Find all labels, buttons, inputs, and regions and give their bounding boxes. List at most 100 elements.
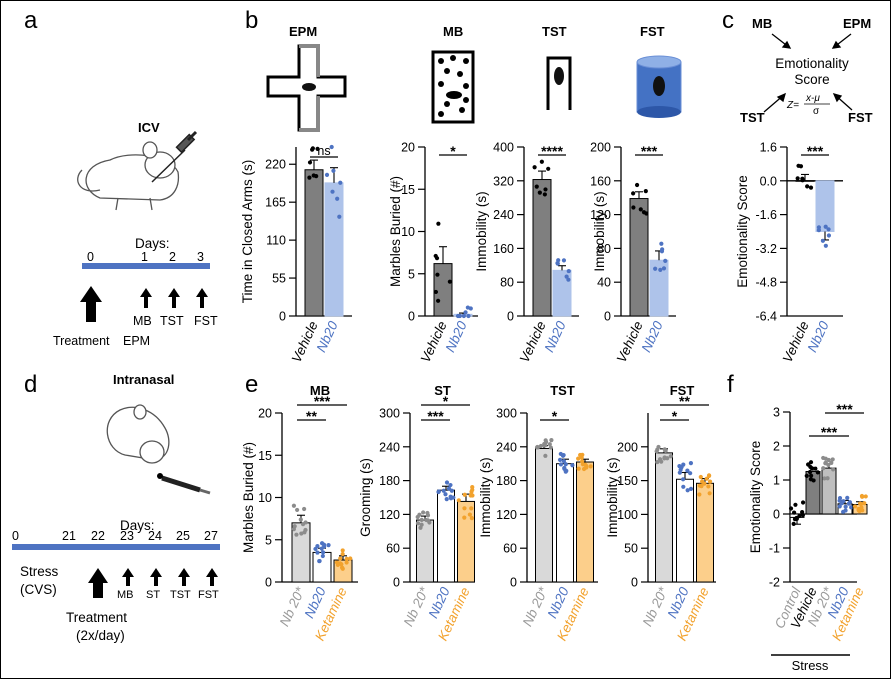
y-tick-label: -2 bbox=[769, 576, 780, 590]
formula-lhs: Z= bbox=[786, 100, 799, 111]
y-axis-label: Immobility (s) bbox=[478, 457, 493, 537]
data-point bbox=[433, 289, 439, 295]
data-point bbox=[461, 313, 466, 319]
data-point bbox=[578, 452, 583, 458]
panel-a-test-mb: MB bbox=[133, 314, 152, 328]
panel-letter-d: d bbox=[24, 371, 37, 398]
panel-d-treatment-2: (2x/day) bbox=[76, 628, 125, 643]
data-point bbox=[469, 516, 474, 521]
y-axis-label: Grooming (s) bbox=[358, 458, 373, 537]
data-point bbox=[825, 476, 830, 481]
y-tick-label: 0 bbox=[604, 310, 611, 324]
chart-title-e4: FST bbox=[670, 383, 695, 398]
data-point bbox=[659, 459, 664, 464]
data-point bbox=[295, 507, 300, 513]
data-point bbox=[862, 501, 867, 506]
data-point bbox=[826, 462, 831, 468]
diagram-fst: FST bbox=[848, 110, 873, 125]
data-point bbox=[791, 521, 796, 526]
y-tick-label: 60 bbox=[503, 542, 517, 556]
significance-label: * bbox=[672, 408, 678, 424]
data-point bbox=[300, 522, 306, 527]
y-tick-label: 0 bbox=[408, 310, 415, 324]
data-point bbox=[329, 144, 334, 150]
y-tick-label: 10 bbox=[401, 225, 415, 239]
panel-d: Intranasal Days: 0 21 22 23 24 25 27 Str… bbox=[12, 372, 220, 643]
significance-label: *** bbox=[807, 143, 824, 159]
data-point bbox=[706, 473, 712, 478]
stress-group-label: Stress bbox=[792, 658, 829, 673]
day1-arrow-icon bbox=[140, 288, 152, 308]
data-point bbox=[335, 196, 340, 201]
mouse-icon-intranasal bbox=[106, 404, 170, 464]
data-point bbox=[634, 182, 640, 188]
data-point bbox=[807, 469, 813, 475]
y-tick-label: 220 bbox=[265, 158, 286, 172]
data-point bbox=[561, 459, 566, 464]
data-point bbox=[348, 556, 353, 561]
category-label: Nb 20* bbox=[277, 584, 308, 628]
y-tick-label: 240 bbox=[496, 440, 517, 454]
y-axis-label: Emotionality Score bbox=[735, 175, 750, 288]
bar-nb20 bbox=[324, 182, 344, 317]
data-point bbox=[681, 484, 686, 489]
data-point bbox=[564, 468, 569, 473]
header-epm: EPM bbox=[289, 24, 317, 39]
y-axis-label: Time in Closed Arms (s) bbox=[240, 160, 255, 304]
y-tick-label: 1 bbox=[773, 474, 780, 488]
panel-d-day-23: 23 bbox=[120, 529, 134, 543]
chart-title-e2: ST bbox=[434, 383, 451, 398]
y-tick-label: 0 bbox=[510, 576, 517, 590]
bar-vehicle bbox=[433, 263, 453, 317]
significance-label: *** bbox=[641, 143, 658, 159]
data-point bbox=[653, 266, 658, 271]
marble-cage-icon bbox=[431, 50, 475, 124]
bar-nb-20- bbox=[655, 452, 673, 583]
data-point bbox=[702, 481, 707, 486]
data-point bbox=[419, 517, 424, 522]
data-point bbox=[344, 556, 349, 561]
significance-label: *** bbox=[314, 393, 331, 409]
bar-nb-20- bbox=[821, 467, 837, 515]
data-point bbox=[320, 553, 325, 559]
data-point bbox=[849, 505, 854, 510]
data-point bbox=[576, 466, 581, 471]
data-point bbox=[688, 471, 693, 476]
data-point bbox=[291, 503, 297, 508]
y-tick-label: 80 bbox=[597, 242, 611, 256]
y-axis-label: Marbles Buried (#) bbox=[241, 442, 256, 553]
panel-d-treatment-1: Treatment bbox=[66, 610, 127, 625]
significance-label: * bbox=[450, 143, 456, 159]
day25-arrow-icon bbox=[178, 568, 190, 586]
data-point bbox=[315, 146, 320, 152]
data-point bbox=[563, 462, 568, 467]
y-tick-label: -1 bbox=[769, 542, 780, 556]
data-point bbox=[421, 510, 426, 515]
data-point bbox=[321, 542, 327, 547]
data-point bbox=[841, 499, 846, 504]
bar-ketamine bbox=[696, 482, 714, 583]
data-point bbox=[808, 460, 814, 465]
y-tick-label: 160 bbox=[493, 242, 514, 256]
panel-d-route-label: Intranasal bbox=[113, 372, 174, 387]
data-point bbox=[680, 477, 686, 482]
tail-suspension-icon bbox=[546, 56, 572, 110]
data-point bbox=[319, 546, 324, 551]
data-point bbox=[433, 253, 438, 259]
data-point bbox=[792, 510, 797, 515]
y-tick-label: 200 bbox=[590, 141, 611, 155]
data-point bbox=[826, 233, 832, 238]
y-tick-label: 240 bbox=[493, 208, 514, 222]
day2-arrow-icon bbox=[168, 288, 180, 308]
data-point bbox=[659, 241, 664, 246]
y-tick-label: 110 bbox=[266, 234, 286, 248]
category-label: Nb 20* bbox=[401, 584, 432, 628]
y-axis-label: Immobility (s) bbox=[605, 457, 620, 537]
data-point bbox=[448, 494, 453, 499]
data-point bbox=[806, 462, 811, 467]
formula-den: σ bbox=[813, 106, 820, 117]
data-point bbox=[804, 473, 809, 478]
data-point bbox=[441, 488, 446, 493]
